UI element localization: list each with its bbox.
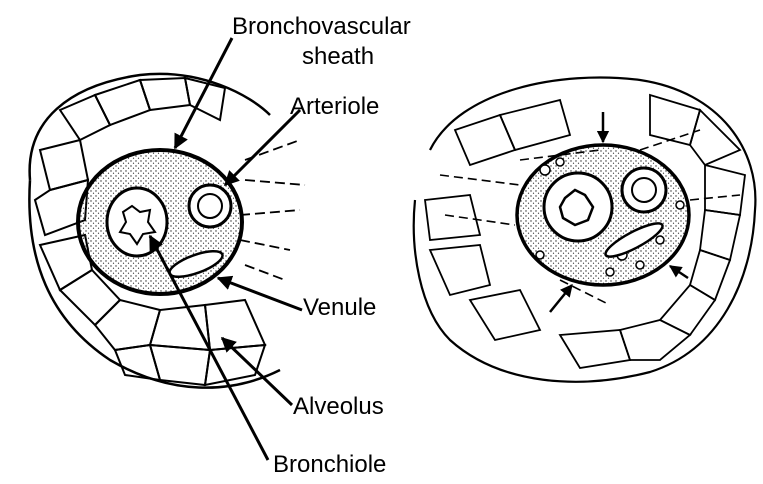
label-sheath: sheath <box>302 43 374 71</box>
label-venule: Venule <box>303 294 376 322</box>
arteriole-leader <box>225 110 300 185</box>
label-bronchiole: Bronchiole <box>273 451 386 479</box>
label-arteriole: Arteriole <box>290 93 379 121</box>
venule-leader <box>218 278 302 310</box>
right-lung-section <box>414 78 756 382</box>
label-bronchovascular: Bronchovascular <box>232 13 411 41</box>
label-alveolus: Alveolus <box>293 393 384 421</box>
left-lung-section <box>29 74 305 388</box>
